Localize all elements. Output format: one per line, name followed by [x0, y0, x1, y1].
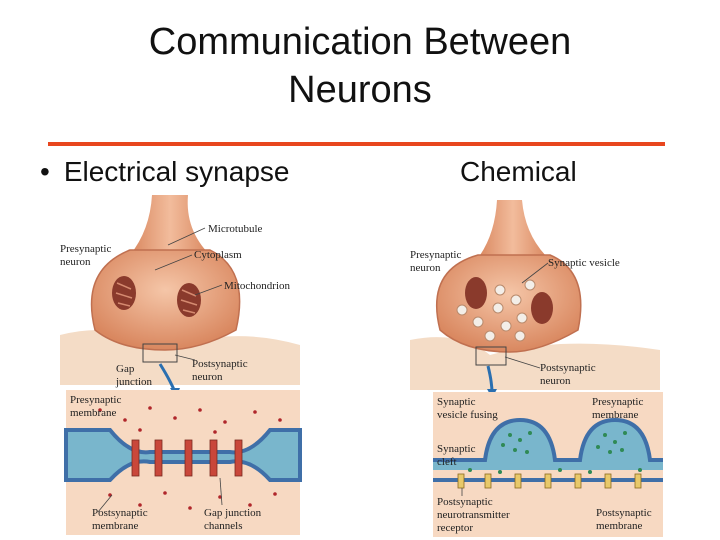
bullet-dot: • — [40, 156, 50, 187]
leader-gj-channels — [219, 477, 223, 506]
label-postsynaptic-neuron-1: Postsynaptic — [192, 358, 248, 370]
mitochondrion-2 — [177, 283, 201, 317]
label-postsynaptic-neuron-2: neuron — [192, 371, 223, 383]
label-chem-postsynaptic-membrane-1: Postsynaptic — [596, 507, 652, 519]
label-chem-postsynaptic-neuron-1: Postsynaptic — [540, 362, 596, 374]
heading-chemical: Chemical — [460, 156, 577, 187]
label-receptor-3: receptor — [437, 522, 473, 534]
gap-junction-box — [142, 343, 178, 363]
label-vesicle-fusing-1: Synaptic — [437, 396, 476, 408]
leader-microtubule — [167, 227, 206, 246]
label-gj-channels-1: Gap junction — [204, 507, 262, 519]
bullet-electrical: • Electrical synapse — [40, 156, 289, 188]
electrical-synapse: Microtubule Presynaptic neuron Cytoplasm… — [60, 195, 302, 535]
title-divider — [48, 142, 665, 146]
label-cytoplasm: Cytoplasm — [194, 249, 242, 261]
label-presynaptic-neuron-2: neuron — [60, 256, 91, 268]
leader-postsynaptic-neuron — [174, 354, 196, 361]
label-synaptic-cleft-1: Synaptic — [437, 443, 476, 455]
axon-chemical — [478, 200, 548, 258]
label-synaptic-vesicle: Synaptic vesicle — [548, 257, 620, 269]
label-mitochondrion: Mitochondrion — [224, 280, 290, 292]
label-chem-presynaptic-membrane-1: Presynaptic — [592, 396, 643, 408]
label-microtubule: Microtubule — [208, 223, 262, 235]
ions-electrical — [98, 406, 282, 510]
mitochondrion-3 — [465, 277, 487, 309]
receptors — [457, 473, 642, 489]
leader-postsynaptic-neuron-chem — [504, 356, 541, 369]
mitochondrion-4 — [531, 292, 553, 324]
presynaptic-terminal-electrical — [90, 249, 241, 351]
label-chem-postsynaptic-membrane-2: membrane — [596, 520, 643, 532]
label-receptor-2: neurotransmitter — [437, 509, 510, 521]
slide-title: Communication Between Neurons — [0, 18, 720, 114]
label-presynaptic-membrane-2: membrane — [70, 407, 117, 419]
label-postsynaptic-membrane-1: Postsynaptic — [92, 507, 148, 519]
synaptic-vesicles — [456, 279, 536, 342]
postsynaptic-cell-chemical — [410, 337, 660, 390]
label-receptor-1: Postsynaptic — [437, 496, 493, 508]
leader-synaptic-vesicle — [521, 262, 549, 284]
mito-cristae-1 — [115, 282, 133, 307]
title-line-2: Neurons — [288, 69, 432, 111]
gap-junction-channels — [131, 439, 243, 477]
label-chem-presynaptic-membrane-2: membrane — [592, 409, 639, 421]
title-line-1: Communication Between — [148, 21, 572, 63]
chemical-cleft — [433, 420, 663, 470]
mitochondrion-1 — [112, 276, 136, 310]
chemical-synapse: Presynaptic neuron Synaptic vesicle Post… — [410, 200, 663, 537]
label-chem-postsynaptic-neuron-2: neuron — [540, 375, 571, 387]
leader-postsynaptic-membrane — [97, 494, 113, 513]
leader-mitochondrion — [194, 284, 223, 296]
label-chem-presynaptic-neuron-2: neuron — [410, 262, 441, 274]
bullet-text: Electrical synapse — [63, 156, 290, 187]
label-chem-presynaptic-neuron-1: Presynaptic — [410, 249, 461, 261]
label-synaptic-cleft-2: cleft — [437, 456, 457, 468]
label-postsynaptic-membrane-2: membrane — [92, 520, 139, 532]
label-gap-junction-2: junction — [115, 376, 153, 388]
label-presynaptic-neuron-1: Presynaptic — [60, 243, 111, 255]
chemical-box — [475, 346, 507, 366]
leader-cytoplasm — [154, 254, 193, 271]
label-presynaptic-membrane-1: Presynaptic — [70, 394, 121, 406]
neurotransmitters — [468, 431, 642, 474]
axon-electrical — [130, 195, 210, 255]
mito-cristae-2 — [180, 289, 198, 314]
label-vesicle-fusing-2: vesicle fusing — [437, 409, 498, 421]
label-gj-channels-2: channels — [204, 520, 242, 532]
presynaptic-terminal-chemical — [436, 254, 582, 353]
presynaptic-membrane-chem — [433, 417, 663, 462]
label-gap-junction-1: Gap — [116, 363, 135, 375]
